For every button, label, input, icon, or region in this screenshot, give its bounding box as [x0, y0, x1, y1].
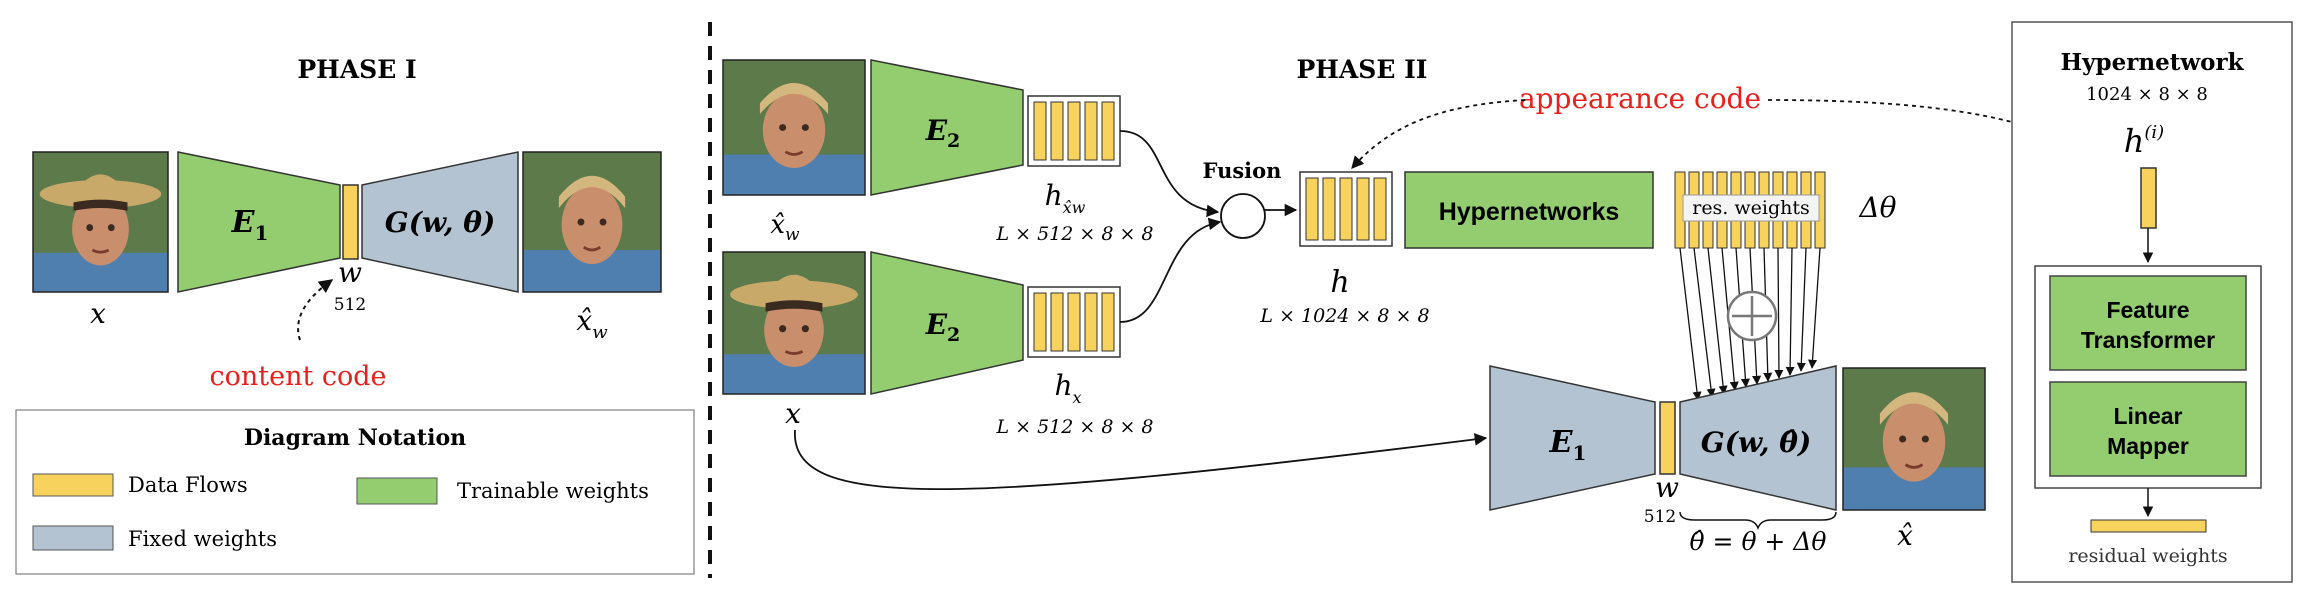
linear-mapper-label-2: Mapper [2107, 433, 2189, 459]
feature-transformer-block [2049, 275, 2247, 371]
phase1-content-code-label: content code [209, 361, 386, 392]
feature-transformer-label-1: Feature [2106, 297, 2189, 323]
hypernetworks-label: Hypernetworks [1439, 198, 1620, 226]
phase2-encoder-bottom [870, 251, 1024, 395]
phase2-h-top-dim: L × 512 × 8 × 8 [995, 223, 1153, 245]
phase1-generator-label: G(w, θ) [385, 206, 495, 239]
phase2-title: PHASE II [1296, 55, 1427, 84]
phase2-encoder-top-label: E2 [925, 114, 961, 152]
phase2-h-dim: L × 1024 × 8 × 8 [1259, 305, 1429, 327]
phase2-input-top-image [721, 58, 867, 197]
phase1-input-image [31, 150, 170, 294]
res-weights-arrows [1679, 247, 1821, 401]
phase1-encoder-block [177, 151, 341, 293]
phase2-latent-dim: 512 [1644, 507, 1676, 527]
phase2-h-bottom-dim: L × 512 × 8 × 8 [995, 416, 1153, 438]
residual-weights-label: residual weights [2068, 545, 2227, 567]
phase1-latent-dim: 512 [334, 295, 366, 315]
phase2-encoder-top [870, 59, 1024, 196]
hyper-panel-title: Hypernetwork [2060, 49, 2244, 76]
notation-trainable-label: Trainable weights [457, 479, 649, 503]
notation-trainable-swatch [356, 477, 438, 505]
phase2-output-image [1841, 366, 1987, 512]
phase1-latent-w [342, 184, 359, 260]
residual-weights-bar [2090, 519, 2207, 533]
phase2-generator-block [1679, 365, 1837, 511]
phase1-generator-block [361, 151, 519, 293]
phase2-h-stack [1299, 171, 1393, 247]
theta-equation: θ̂ = θ + Δθ [1690, 527, 1827, 556]
x-to-encoder-arrow [794, 429, 1488, 491]
phase1-content-code-arrow [297, 279, 334, 341]
phase2-h-bottom-label: hx [1054, 369, 1081, 407]
feature-transformer-label-2: Transformer [2081, 327, 2215, 353]
fusion-node [1220, 193, 1266, 239]
fusion-arrow-bottom [1119, 217, 1222, 323]
phase1-title: PHASE I [297, 55, 416, 84]
notation-legend: Diagram Notation Data Flows Trainable we… [15, 409, 695, 575]
phase2-input-bottom-label: x [785, 397, 801, 430]
phase1-encoder-label: E1 [231, 205, 269, 245]
phase2-encoder-fixed-label: E1 [1549, 425, 1587, 465]
phase1-output-label: x̂w [576, 304, 608, 343]
phase2-input-bottom-image [721, 250, 867, 396]
phase2-appearance-code: appearance code [1519, 82, 1761, 115]
phase2-latent-label: w [1655, 471, 1679, 504]
phase2-h-bottom-stack [1027, 286, 1121, 358]
notation-fixed-swatch [32, 525, 114, 551]
phase2-encoder-fixed [1489, 365, 1656, 511]
notation-data-swatch [32, 473, 114, 497]
phase1-input-label: x [90, 297, 106, 330]
fusion-label: Fusion [1203, 158, 1282, 183]
phase2-h-label: h [1330, 265, 1349, 300]
res-weights-label: res. weights [1692, 197, 1810, 219]
theta-brace [1679, 511, 1837, 531]
hyper-panel-dim: 1024 × 8 × 8 [2086, 84, 2208, 105]
phase1-latent-label: w [338, 256, 362, 289]
notation-title: Diagram Notation [244, 425, 466, 451]
phase2-h-top-label: hx̂w [1045, 179, 1086, 217]
phase2-latent-w [1659, 401, 1676, 475]
phase2-generator-label: G(w, θ̂) [1701, 426, 1811, 459]
hypernetwork-panel: Hypernetwork 1024 × 8 × 8 h(i) Feature T… [2011, 21, 2293, 583]
linear-mapper-label-1: Linear [2113, 403, 2182, 429]
res-weights-tag [1682, 194, 1820, 222]
linear-mapper-block [2049, 381, 2247, 477]
phase2-output-label: x̂ [1897, 519, 1913, 552]
phase2-h-top-stack [1027, 95, 1121, 167]
fusion-arrow-top [1119, 130, 1220, 218]
hyper-panel-h-bar [2140, 167, 2157, 229]
notation-data-label: Data Flows [128, 473, 248, 497]
phase1-output-image [521, 150, 663, 294]
notation-fixed-label: Fixed weights [128, 527, 277, 551]
appearance-arrow-left [1351, 99, 1526, 169]
hyper-panel-h: h(i) [2124, 122, 2164, 160]
hypernetworks-block [1404, 171, 1654, 249]
delta-theta-label: Δθ [1858, 191, 1896, 224]
phase2-encoder-bottom-label: E2 [925, 308, 961, 346]
phase2-input-top-label: x̂w [770, 210, 800, 245]
